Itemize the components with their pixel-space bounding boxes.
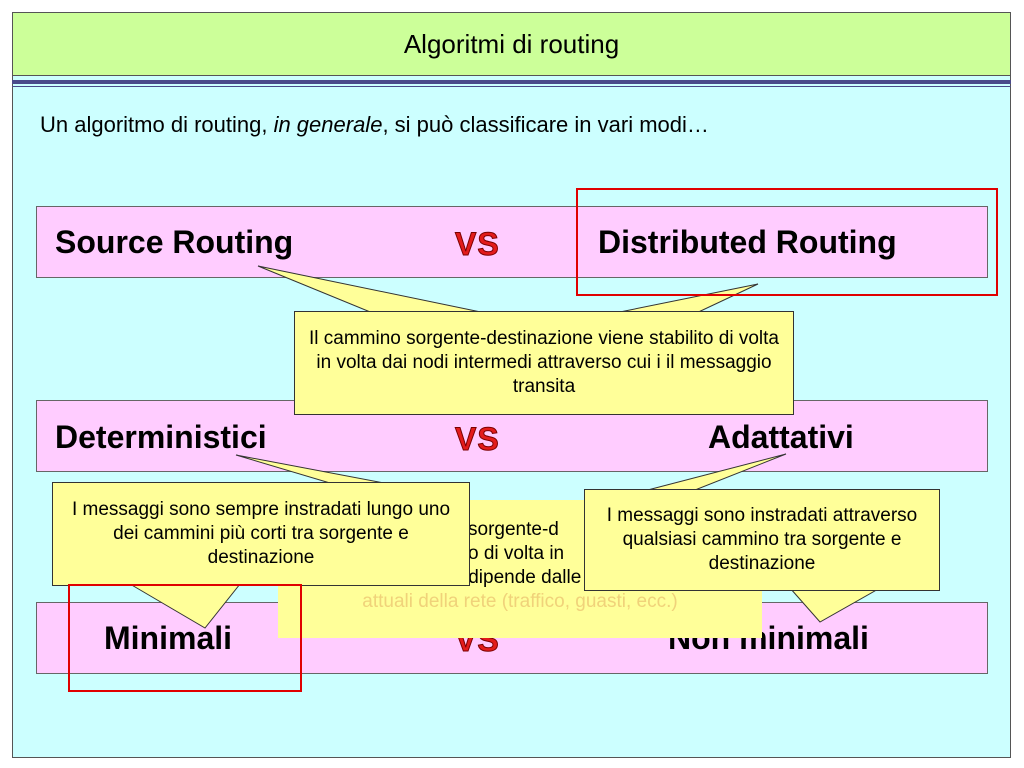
intro-text: Un algoritmo di routing, in generale, si…: [40, 112, 709, 138]
intro-before: Un algoritmo di routing,: [40, 112, 274, 137]
label-source-routing: Source Routing: [55, 224, 294, 260]
label-adattativi: Adattativi: [708, 419, 854, 455]
slide-title: Algoritmi di routing: [403, 28, 620, 59]
pointer-distributed-left: [257, 265, 501, 317]
distributed-highlight-box: [576, 188, 998, 296]
vs-label: VS: [455, 226, 500, 263]
minimali-callout-text: I messaggi sono sempre instradati lungo …: [71, 499, 451, 568]
pointer-adattativi: [639, 453, 787, 493]
ghost-line-1: sorgente-d: [468, 519, 559, 540]
minimali-callout: I messaggi sono sempre instradati lungo …: [52, 482, 470, 586]
intro-after: , si può classificare in vari modi…: [382, 112, 709, 137]
label-distributed-routing: Distributed Routing: [598, 224, 897, 260]
ghost-line-2: o di volta in: [468, 543, 565, 564]
distributed-routing-callout: Il cammino sorgente-destinazione viene s…: [294, 311, 794, 415]
non-minimali-callout-text: I messaggi sono instradati attraverso qu…: [606, 505, 918, 574]
title-divider: [12, 80, 1011, 84]
intro-italic: in generale: [273, 112, 383, 137]
distributed-callout-text: Il cammino sorgente-destinazione viene s…: [309, 328, 779, 397]
slide-title-bar: Algoritmi di routing: [12, 12, 1011, 76]
ghost-line-4: attuali della rete (traffico, guasti, ec…: [362, 591, 678, 612]
title-divider-thin: [12, 86, 1011, 87]
comparison-row-routing: [36, 206, 988, 278]
vs-label: VS: [455, 421, 500, 458]
minimali-highlight-box: [68, 584, 302, 692]
non-minimali-callout: I messaggi sono instradati attraverso qu…: [584, 489, 940, 591]
label-minimali: Minimali: [104, 620, 233, 656]
label-deterministici: Deterministici: [55, 419, 267, 455]
pointer-non-minimali: [788, 587, 882, 623]
